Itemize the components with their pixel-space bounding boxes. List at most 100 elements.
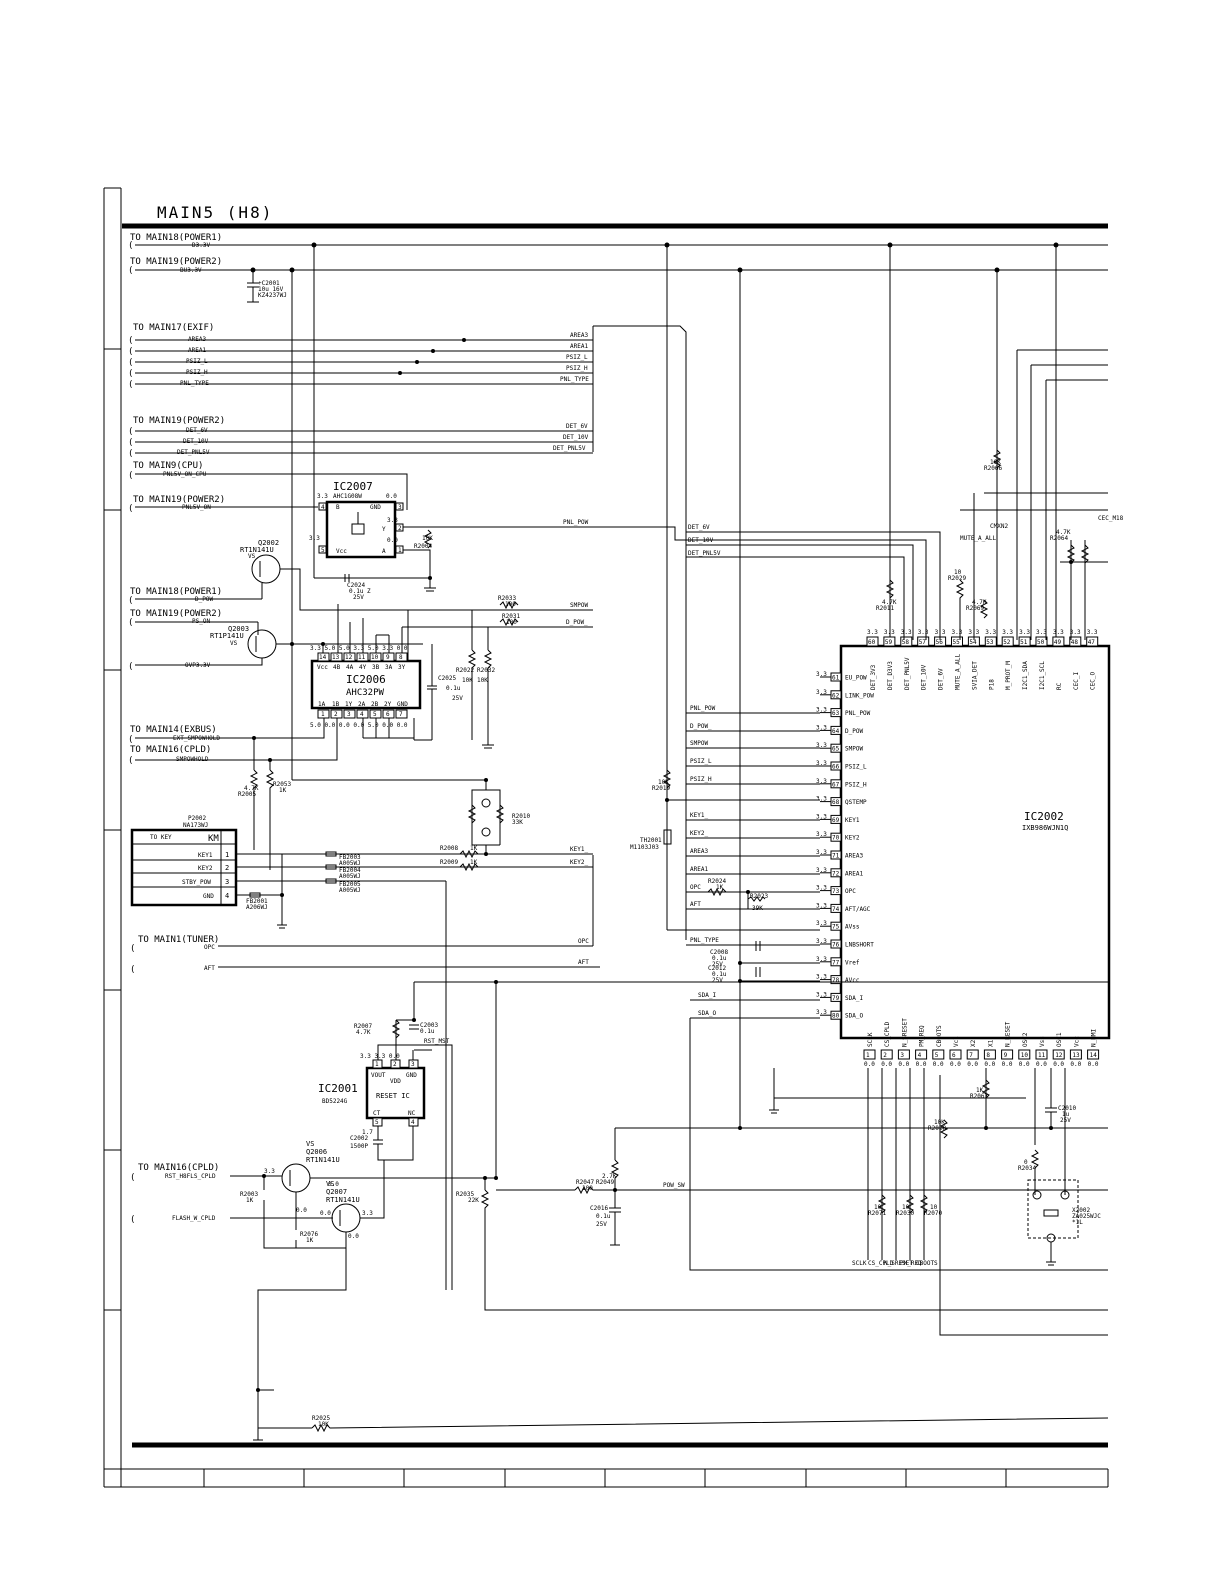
svg-text:47: 47 (1088, 639, 1096, 646)
svg-text:69: 69 (832, 817, 840, 824)
svg-text:PSIZ_H: PSIZ_H (845, 781, 867, 788)
svg-text:3.3: 3.3 (816, 902, 827, 909)
svg-text:25V: 25V (1060, 1117, 1071, 1124)
svg-text:A005WJ: A005WJ (339, 887, 361, 894)
svg-text:R2071: R2071 (868, 1210, 886, 1217)
svg-text:X2002: X2002 (1072, 1207, 1090, 1214)
svg-text:RT1N141U: RT1N141U (240, 546, 274, 554)
svg-text:72: 72 (832, 870, 840, 877)
svg-text:AFT/AGC: AFT/AGC (845, 906, 871, 913)
connector-cpu: TO MAIN9(CPU) (PNL5V_ON_CPU (128, 461, 408, 510)
svg-text:0.1u: 0.1u (420, 1028, 435, 1035)
svg-text:0.0: 0.0 (967, 1061, 978, 1068)
svg-text:8: 8 (986, 1052, 990, 1059)
svg-text:60: 60 (868, 639, 876, 646)
svg-text:80: 80 (832, 1013, 840, 1020)
svg-text:R2034: R2034 (1018, 1165, 1036, 1172)
svg-text:PNL_POW: PNL_POW (690, 705, 716, 712)
svg-text:LINK_POW: LINK_POW (845, 692, 874, 699)
svg-text:Vcc: Vcc (336, 548, 347, 555)
svg-text:DET_D3V3: DET_D3V3 (887, 661, 894, 690)
svg-text:1: 1 (375, 1061, 379, 1068)
svg-text:(: ( (128, 449, 133, 459)
svg-text:TO MAIN14(EXBUS): TO MAIN14(EXBUS) (130, 725, 217, 735)
svg-text:TO MAIN19(POWER2): TO MAIN19(POWER2) (133, 495, 225, 505)
svg-text:3.3: 3.3 (901, 629, 912, 636)
svg-text:C2012: C2012 (708, 965, 726, 972)
svg-text:71: 71 (832, 853, 840, 860)
svg-text:SMPOW: SMPOW (570, 602, 588, 609)
svg-text:3.3: 3.3 (816, 956, 827, 963)
svg-text:+C2001: +C2001 (258, 280, 280, 287)
svg-text:DET_PNL5V: DET_PNL5V (553, 445, 586, 452)
ic2002-bottom-wiring: SCLK CS_CPLD N_SRESET PM_REQ CBOOTS R207… (615, 1018, 1108, 1336)
svg-text:CS_CPLD: CS_CPLD (868, 1260, 894, 1267)
svg-text:TO MAIN19(POWER2): TO MAIN19(POWER2) (130, 609, 222, 619)
svg-text:3.3: 3.3 (816, 813, 827, 820)
svg-text:OPC: OPC (690, 884, 701, 891)
svg-text:AREA3: AREA3 (845, 853, 863, 860)
svg-text:3.3: 3.3 (309, 535, 320, 542)
svg-text:3.3: 3.3 (816, 1009, 827, 1016)
svg-text:50: 50 (1037, 639, 1045, 646)
svg-text:R2022: R2022 (456, 667, 474, 674)
svg-text:3.3: 3.3 (816, 885, 827, 892)
svg-text:CBOOTS: CBOOTS (916, 1260, 938, 1267)
svg-text:(: ( (128, 369, 133, 379)
svg-text:3.3: 3.3 (816, 760, 827, 767)
svg-text:3: 3 (225, 878, 229, 886)
svg-text:R2069: R2069 (966, 605, 984, 612)
svg-text:10: 10 (902, 1204, 910, 1211)
svg-text:CS_CPLD: CS_CPLD (884, 1021, 891, 1047)
svg-text:TO MAIN17(EXIF): TO MAIN17(EXIF) (133, 323, 214, 333)
svg-text:R2011: R2011 (876, 605, 894, 612)
svg-text:3: 3 (411, 1061, 415, 1068)
svg-text:10K: 10K (462, 677, 473, 684)
svg-text:R2035: R2035 (456, 1191, 474, 1198)
svg-text:3.3: 3.3 (816, 991, 827, 998)
svg-text:4.7K: 4.7K (882, 599, 897, 606)
svg-text:3.3: 3.3 (816, 920, 827, 927)
svg-text:2: 2 (393, 1061, 397, 1068)
ic2002-pin-52: 52M_PROT_M3.3 (1001, 629, 1014, 690)
svg-text:Q2002: Q2002 (258, 539, 279, 547)
svg-text:3.3: 3.3 (1087, 629, 1098, 636)
svg-text:67: 67 (832, 781, 840, 788)
svg-text:1K: 1K (306, 1237, 314, 1244)
svg-text:3.3: 3.3 (816, 938, 827, 945)
svg-text:R2007: R2007 (354, 1023, 372, 1030)
svg-text:CEC_I: CEC_I (1073, 672, 1080, 690)
svg-text:14: 14 (1090, 1052, 1098, 1059)
svg-text:BD5224G: BD5224G (322, 1098, 348, 1105)
svg-text:48: 48 (1071, 639, 1079, 646)
svg-text:D_POW: D_POW (845, 728, 863, 735)
svg-text:13: 13 (332, 654, 340, 661)
svg-text:10K: 10K (990, 459, 1001, 466)
svg-text:1.7: 1.7 (362, 1129, 373, 1136)
svg-text:R2010: R2010 (512, 813, 530, 820)
svg-text:KEY2: KEY2 (198, 865, 213, 872)
svg-text:TO MAIN18(POWER1): TO MAIN18(POWER1) (130, 233, 222, 243)
svg-text:4A: 4A (346, 664, 354, 671)
svg-text:78: 78 (832, 977, 840, 984)
svg-text:4.7K: 4.7K (244, 785, 259, 792)
svg-text:3.3: 3.3 (816, 724, 827, 731)
svg-text:PM_REQ: PM_REQ (900, 1260, 922, 1267)
svg-text:3.3: 3.3 (816, 689, 827, 696)
svg-text:SMPOW: SMPOW (845, 746, 863, 753)
connector-exif: TO MAIN17(EXIF) (AREA3 (AREA1 (PSIZ_L (P… (128, 323, 687, 940)
svg-text:(: ( (130, 965, 135, 975)
